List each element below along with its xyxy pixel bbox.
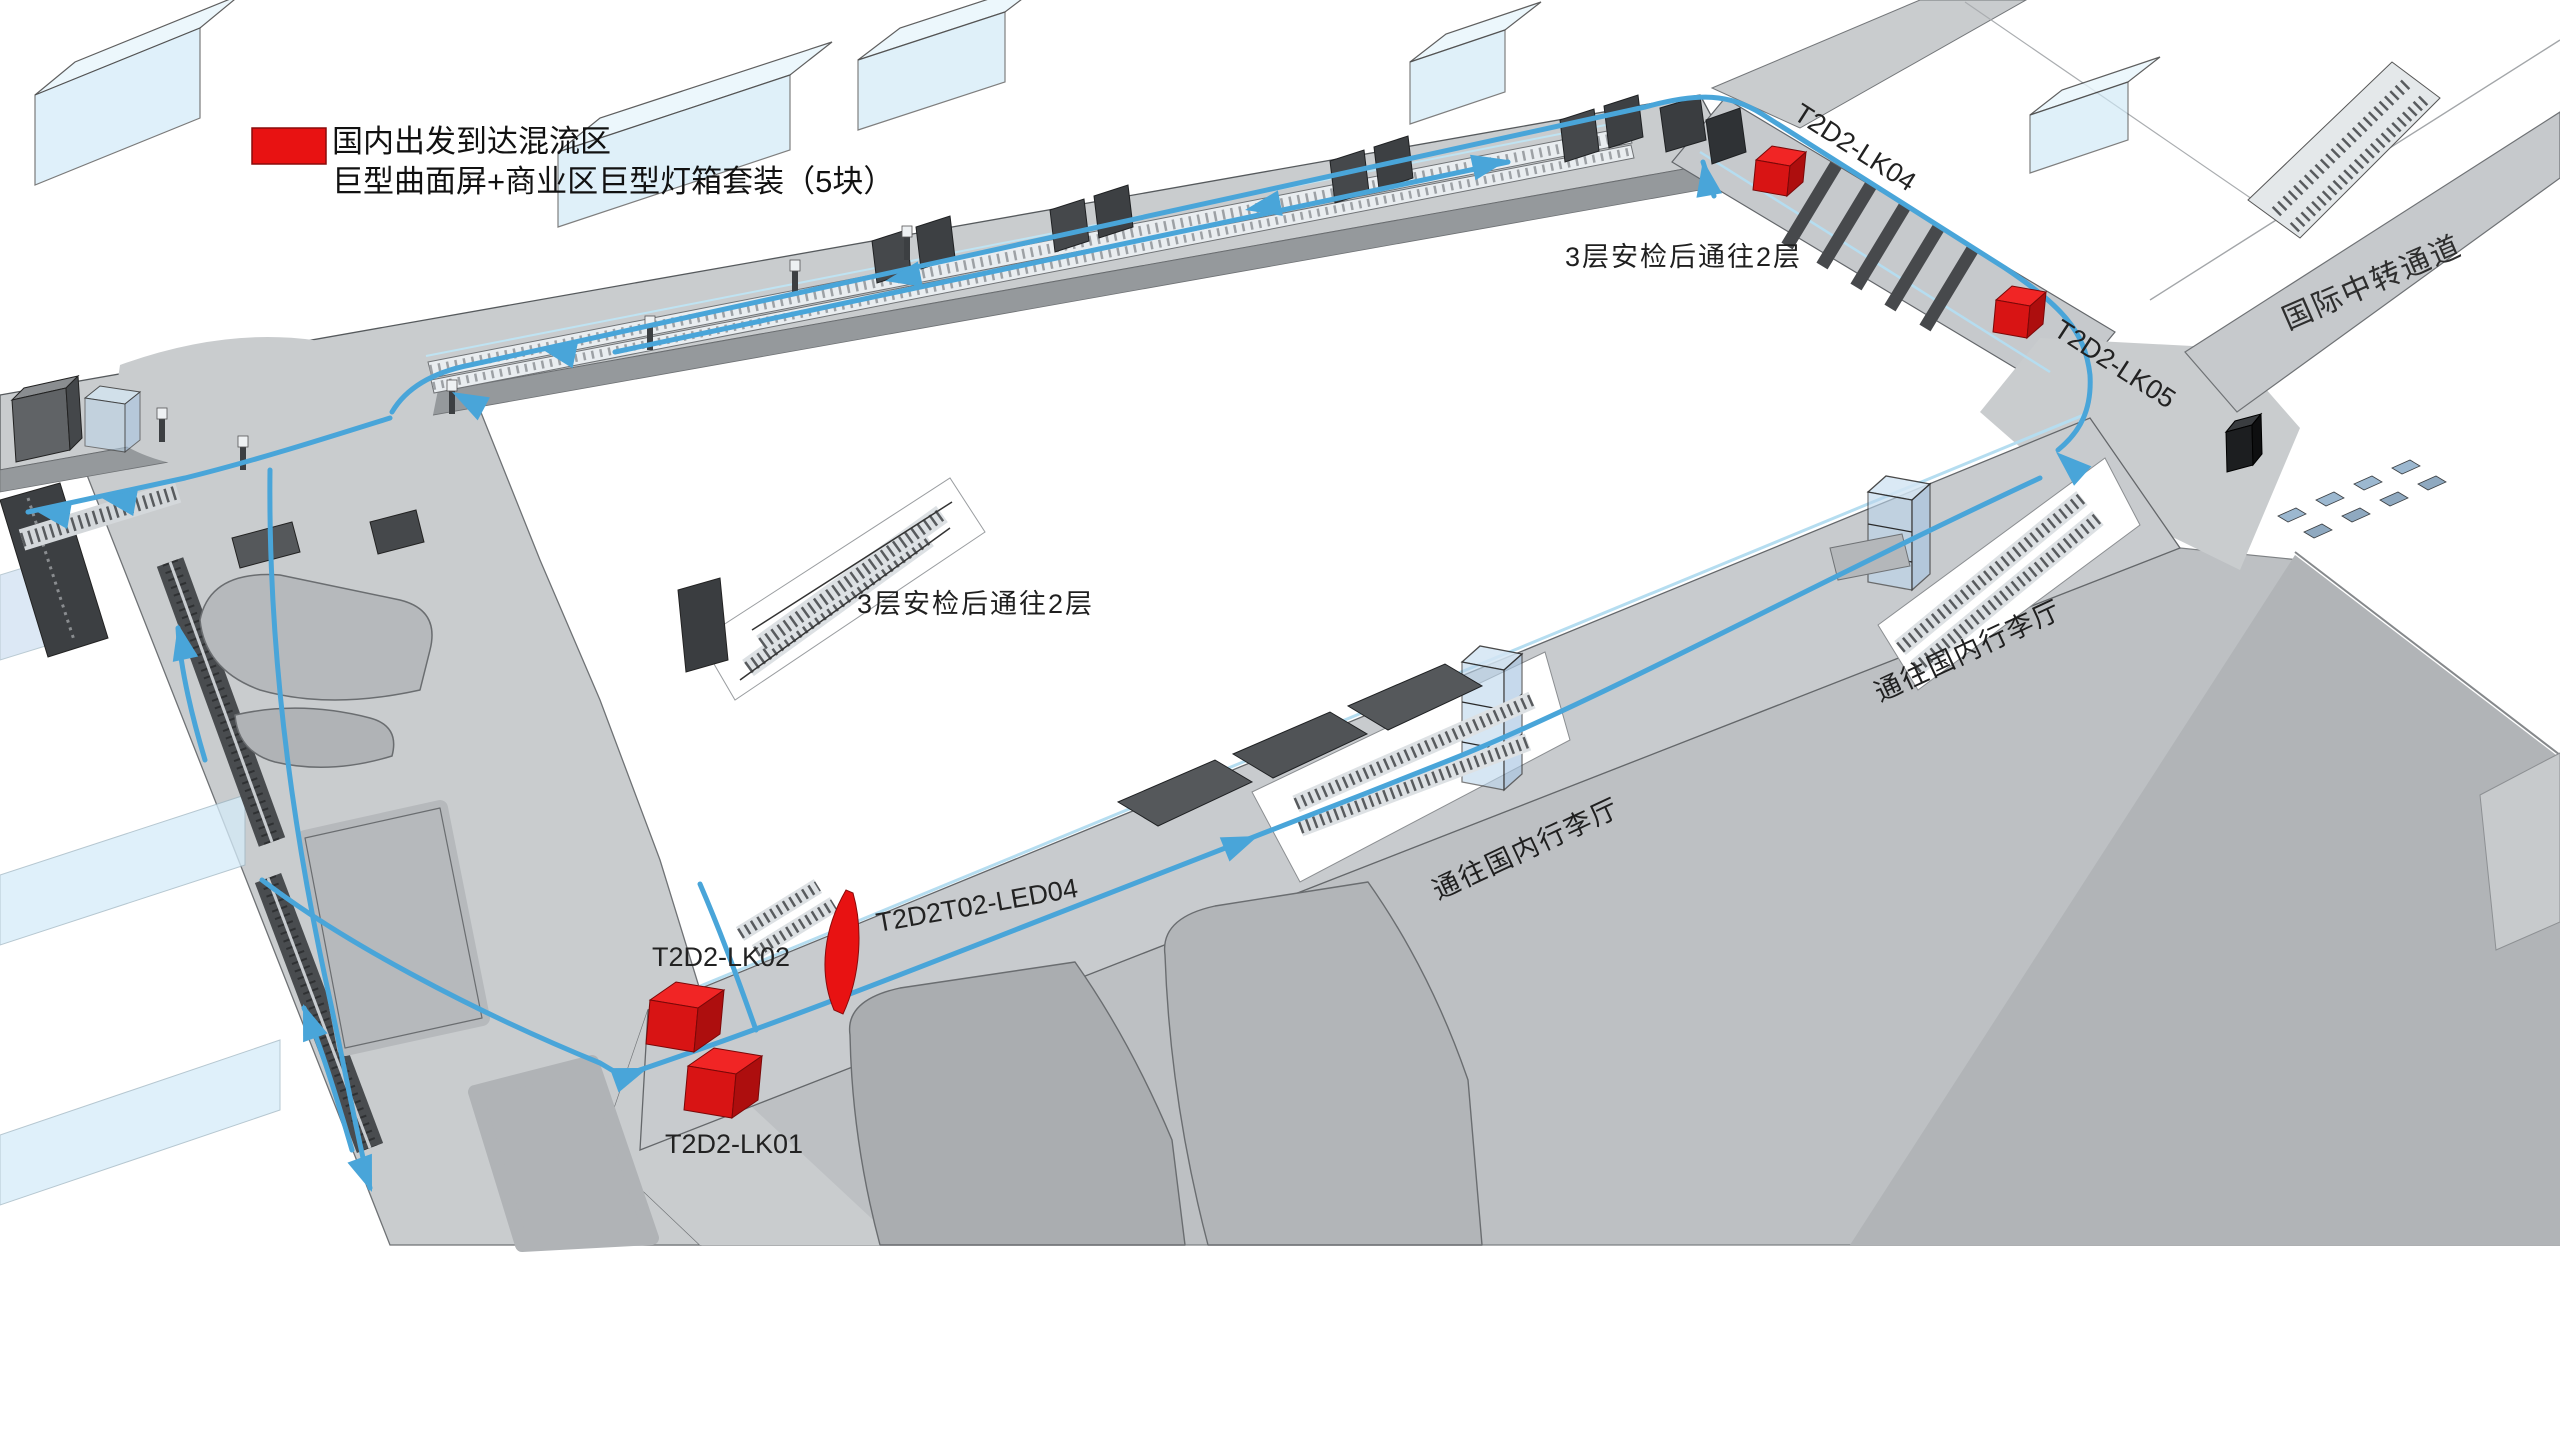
escalator-right — [1894, 491, 2104, 675]
lightbox-lk04 — [1752, 145, 1808, 198]
shop-bean-2 — [234, 707, 395, 768]
flow-branch-to-lk01 — [259, 877, 625, 1079]
escalator-midleft — [739, 501, 953, 681]
skylight-strip-2 — [0, 1039, 281, 1206]
walkway-beams — [1116, 663, 1484, 827]
skylight-strip-1 — [0, 794, 246, 946]
label-lk01: T2D2-LK01 — [665, 1129, 803, 1159]
flow-left-corridor-down — [267, 467, 373, 1191]
bench-rows — [2277, 459, 2447, 539]
floor-fold-line — [2294, 551, 2560, 756]
led-curved-screen — [824, 889, 860, 1015]
totem-posts — [156, 225, 913, 470]
shop-blocks — [199, 573, 1483, 1252]
label-security-left: 3层安检后通往2层 — [857, 589, 1094, 619]
lightbox-lk01 — [683, 1047, 764, 1120]
flow-top-corridor-east — [612, 159, 1511, 355]
elevator-shaft-right — [1829, 475, 1932, 592]
label-security-right: 3层安检后通往2层 — [1565, 242, 1802, 272]
shop-bean-1 — [199, 573, 433, 701]
corner-plate — [2479, 752, 2560, 951]
totem — [789, 259, 801, 294]
totem — [446, 379, 458, 414]
left-panel-2 — [369, 509, 425, 555]
glass-box-2 — [557, 41, 833, 228]
shop-round-6 — [1163, 881, 1483, 1246]
flow-left-branch — [25, 415, 393, 515]
lightbox-lk02 — [645, 981, 726, 1054]
legend: 国内出发到达混流区 巨型曲面屏+商业区巨型灯箱套装（5块） — [251, 124, 894, 199]
glass-box-1 — [34, 0, 235, 186]
flow-top-corridor-west — [389, 104, 1648, 415]
stairs-lk04-lk05 — [1781, 161, 1980, 332]
totem — [901, 225, 913, 260]
glass-box-5 — [2029, 56, 2161, 174]
escalator-left-branch — [18, 481, 182, 551]
escalator-farleft — [0, 482, 109, 658]
lower-floor-dark — [1850, 555, 2560, 1245]
transfer-corridor — [2184, 111, 2560, 413]
flow-lk02-merge — [697, 881, 759, 1033]
glass-box-4 — [1409, 1, 1542, 125]
lightbox-lk05 — [1992, 285, 2048, 340]
dark-elements — [10, 94, 2447, 827]
legend-line2: 巨型曲面屏+商业区巨型灯箱套装（5块） — [332, 164, 894, 199]
left-panel-3 — [677, 577, 729, 673]
totem — [156, 407, 168, 442]
branch-corridor-up — [1710, 0, 2028, 129]
left-junction — [110, 337, 440, 470]
escalator-well-right — [1877, 457, 2141, 691]
plaza-lk05 — [1980, 338, 2300, 570]
glass-box-3 — [857, 0, 1022, 131]
dark-box-farleft — [10, 374, 83, 463]
lightboxes — [645, 145, 2048, 1120]
totem — [237, 435, 249, 470]
escalator-lk02 — [735, 879, 839, 959]
flow-lk04-to-lk05 — [1642, 94, 2093, 453]
escalator-center — [1292, 691, 1536, 837]
legend-swatch — [251, 127, 327, 165]
legend-line1: 国内出发到达混流区 — [332, 124, 611, 159]
shop-round-5 — [848, 961, 1186, 1246]
shop-block-4 — [468, 1055, 659, 1252]
glass-elements — [0, 0, 2161, 1206]
glass-elevator-left — [83, 385, 142, 454]
kiosk-plaza — [2224, 412, 2263, 473]
shop-block-3-outline — [304, 807, 483, 1049]
label-lk02: T2D2-LK02 — [652, 942, 790, 972]
escalator-topright — [2247, 61, 2441, 239]
transit-equipment — [0, 61, 2441, 1153]
